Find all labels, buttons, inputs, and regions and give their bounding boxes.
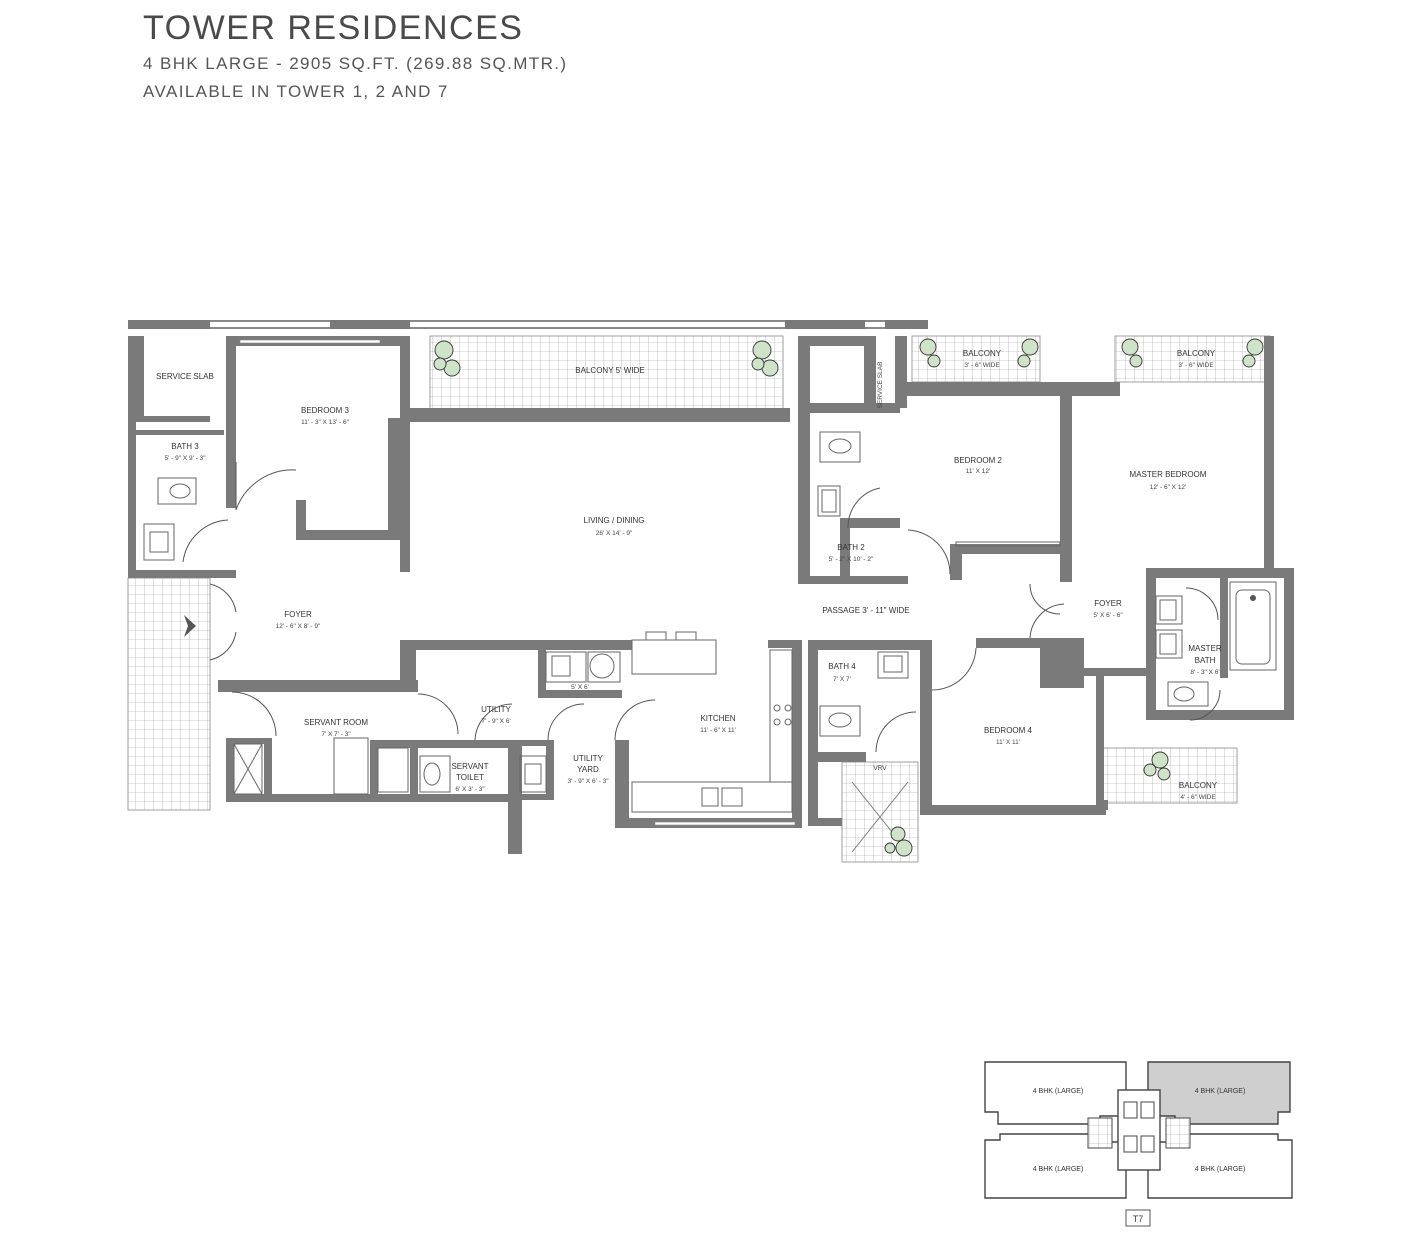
bedroom3-dim: 11' - 3" X 13' - 6" [301, 419, 349, 426]
wc-bath3-icon [157, 477, 197, 505]
keyplan-label-bottom-left: 4 BHK (LARGE) [1033, 1166, 1084, 1173]
page-title: TOWER RESIDENCES [143, 9, 524, 47]
basin-bath2-icon [817, 485, 841, 517]
bath4-dim: 7' X 7' [833, 676, 851, 683]
bath4-label: BATH 4 [828, 662, 856, 671]
kitchen-label: KITCHEN [700, 714, 735, 723]
kitchen-counter [631, 631, 793, 813]
servant-toilet-dim: 6' X 3' - 3" [455, 786, 485, 793]
servant-room-label: SERVANT ROOM [304, 718, 368, 727]
bath2-dim: 5' - 2" X 10' - 2" [829, 556, 874, 563]
foyer-master-dim: 5' X 6' - 6" [1093, 612, 1123, 619]
utility-small-dim: 5' X 6' [571, 684, 589, 691]
plants [433, 338, 1264, 857]
bedroom2-dim: 11' X 12' [966, 468, 990, 475]
shaft-icon [233, 743, 263, 795]
keyplan-core [1087, 1089, 1191, 1171]
balcony-b4-dim: 4' - 6" WIDE [1180, 794, 1216, 801]
bath2-label: BATH 2 [837, 543, 865, 552]
page-header: TOWER RESIDENCES 4 BHK LARGE - 2905 SQ.F… [143, 6, 567, 106]
master-bedroom-label: MASTER BEDROOM [1130, 470, 1207, 479]
keyplan-label-top-left: 4 BHK (LARGE) [1033, 1088, 1084, 1095]
servant-toilet-label-2: TOILET [456, 773, 484, 782]
availability: AVAILABLE IN TOWER 1, 2 AND 7 [143, 82, 449, 101]
living-label: LIVING / DINING [584, 516, 645, 525]
floor-plan: BALCONY 5' WIDE BALCONY 3' - 6" WIDE BAL… [127, 320, 1294, 863]
wc-master-icon [1167, 681, 1209, 707]
bath3-dim: 5' - 9" X 9' - 3" [164, 455, 206, 462]
balcony-b2-label: BALCONY [963, 349, 1002, 358]
balcony-main: BALCONY 5' WIDE [429, 335, 784, 411]
wc-bath4-icon [819, 705, 861, 737]
master-bath-label-1: MASTER [1188, 644, 1222, 653]
servant-toilet-label-1: SERVANT [451, 762, 488, 771]
entry-arrow-icon [184, 615, 196, 637]
vrv-label: VRV [873, 765, 887, 772]
utility-yard-label-1: UTILITY [573, 754, 603, 763]
basin-yard-icon [519, 755, 547, 793]
kitchen-dim: 11' - 6" X 11' [700, 727, 736, 734]
basin-utility-icon [545, 651, 621, 683]
balcony-b2-dim: 3' - 6" WIDE [964, 362, 1000, 369]
foyer-main-label: FOYER [284, 610, 312, 619]
bedroom4-dim: 11' X 11' [996, 739, 1020, 746]
utility-label: UTILITY [481, 705, 511, 714]
tower-tag-box [1125, 1209, 1151, 1227]
unit-size: 4 BHK LARGE - 2905 SQ.FT. (269.88 SQ.MTR… [143, 54, 568, 73]
bedroom4-label: BEDROOM 4 [984, 726, 1033, 735]
entrance-lobby [127, 577, 211, 811]
balcony-b4-label: BALCONY [1179, 781, 1218, 790]
wc-bath2-icon [819, 431, 861, 463]
tower-tag: T7 [1133, 1214, 1144, 1224]
utility-dim: 7' - 9" X 6' [481, 718, 510, 725]
balcony-main-label: BALCONY 5' WIDE [575, 366, 644, 375]
service-slab2-label: SERVICE SLAB [877, 362, 884, 409]
keyplan-label-top-right: 4 BHK (LARGE) [1195, 1088, 1246, 1095]
fixtures [143, 339, 1277, 826]
servant-room-dim: 7' X 7' - 3" [321, 731, 351, 738]
utility-yard-label-2: YARD [577, 765, 599, 774]
basin-master-icon [1155, 595, 1183, 659]
bedroom3-label: BEDROOM 3 [301, 406, 350, 415]
bedroom2-label: BEDROOM 2 [954, 456, 1003, 465]
master-bath-label-2: BATH [1195, 656, 1216, 665]
top-parapet [128, 320, 928, 329]
master-bath-dim: 8' - 3" X 6' [1190, 669, 1219, 676]
keyplan-label-bottom-right: 4 BHK (LARGE) [1195, 1166, 1246, 1173]
bath3-label: BATH 3 [171, 442, 199, 451]
master-bedroom-dim: 12' - 6" X 12' [1150, 484, 1187, 491]
room-labels: SERVICE SLAB BEDROOM 3 11' - 3" X 13' - … [156, 362, 1222, 793]
wc-servant-icon [419, 755, 451, 793]
key-plan: 4 BHK (LARGE) 4 BHK (LARGE) 4 BHK (LARGE… [984, 1061, 1293, 1227]
utility-yard-dim: 3' - 9" X 6' - 3" [567, 778, 609, 785]
basin-bath3-icon [143, 523, 175, 561]
service-slab-label: SERVICE SLAB [156, 372, 214, 381]
kitchen-sink-icon [701, 787, 743, 807]
bathtub-icon [1229, 581, 1277, 671]
basin-bath4-icon [877, 651, 909, 679]
foyer-master-label: FOYER [1094, 599, 1122, 608]
living-dim: 26' X 14' - 9" [596, 530, 633, 537]
hob-icon [773, 704, 792, 726]
doors [182, 462, 1221, 753]
passage-label: PASSAGE 3' - 11" WIDE [822, 606, 909, 615]
foyer-main-dim: 12' - 6" X 8' - 9" [276, 623, 321, 630]
balcony-mb-dim: 3' - 6" WIDE [1178, 362, 1214, 369]
balcony-mb-label: BALCONY [1177, 349, 1216, 358]
